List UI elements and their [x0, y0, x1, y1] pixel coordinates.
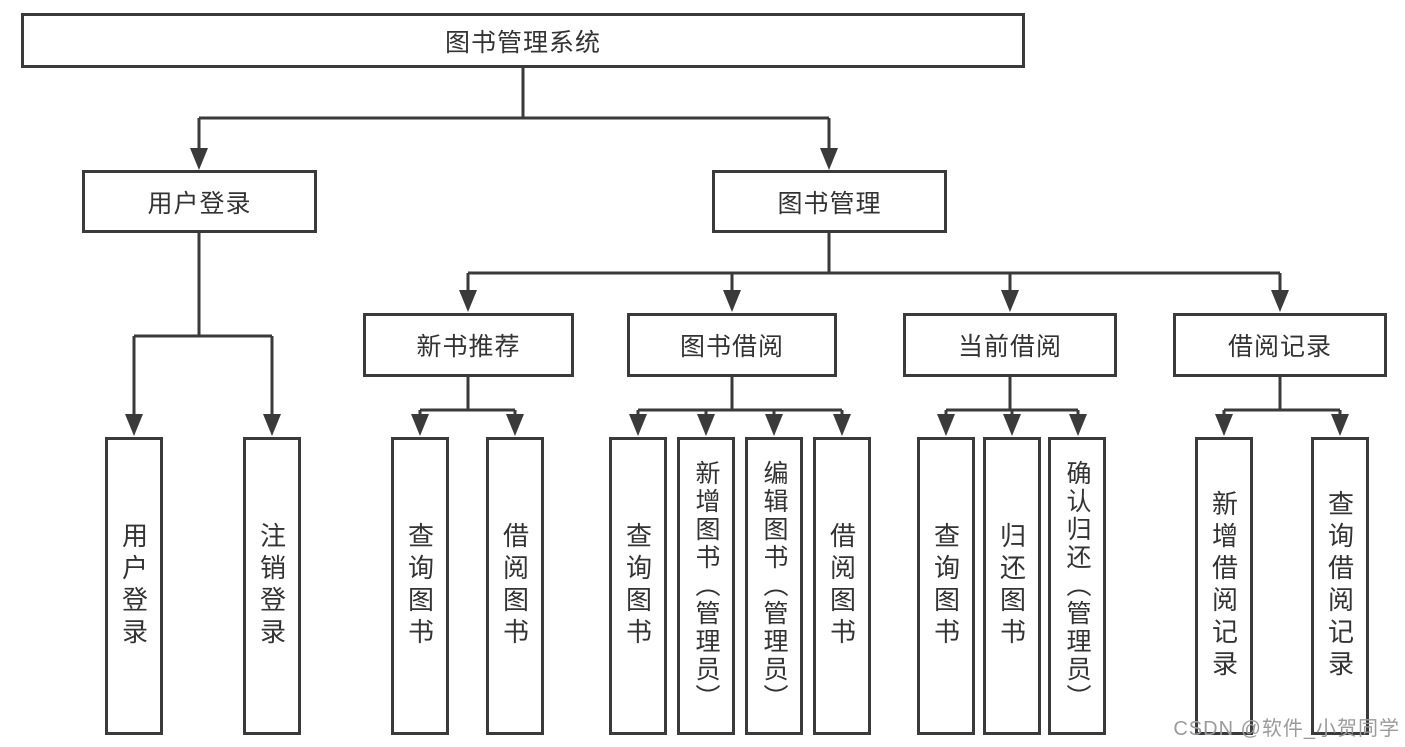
node-cb-confirm-return: 确认归还（管理员）	[1048, 437, 1106, 735]
node-bb-query-books: 查询图书	[609, 437, 667, 735]
node-current-borrow-label: 当前借阅	[957, 333, 1062, 361]
node-root-label: 图书管理系统	[444, 28, 601, 57]
node-br-query-record-label: 查询借阅记录	[1324, 490, 1355, 682]
node-bb-borrow-books-label: 借阅图书	[826, 522, 857, 650]
node-new-book-recommend: 新书推荐	[363, 313, 574, 377]
node-user-login-leaf: 用户登录	[105, 437, 163, 735]
node-bb-add-books-label: 新增图书（管理员）	[692, 460, 720, 712]
node-book-management-label: 图书管理	[777, 189, 882, 218]
node-rec-query-books: 查询图书	[391, 437, 449, 735]
node-user-login: 用户登录	[82, 170, 317, 233]
node-bb-borrow-books: 借阅图书	[813, 437, 871, 735]
node-rec-borrow-books: 借阅图书	[486, 437, 544, 735]
node-br-query-record: 查询借阅记录	[1311, 437, 1369, 735]
node-book-borrow-label: 图书借阅	[679, 333, 784, 361]
node-root: 图书管理系统	[21, 13, 1025, 68]
node-cb-query-books: 查询图书	[917, 437, 975, 735]
node-bb-query-books-label: 查询图书	[622, 522, 653, 650]
node-bb-edit-books-label: 编辑图书（管理员）	[760, 460, 788, 712]
node-cb-query-books-label: 查询图书	[930, 522, 961, 650]
node-br-add-record-label: 新增借阅记录	[1208, 490, 1239, 682]
node-book-borrow: 图书借阅	[627, 313, 837, 377]
node-user-login-leaf-label: 用户登录	[118, 522, 149, 650]
node-cb-return-books: 归还图书	[983, 437, 1041, 735]
node-borrow-records: 借阅记录	[1173, 313, 1387, 377]
node-rec-query-books-label: 查询图书	[404, 522, 435, 650]
node-new-book-recommend-label: 新书推荐	[416, 333, 521, 361]
node-current-borrow: 当前借阅	[903, 313, 1117, 377]
node-cb-return-books-label: 归还图书	[996, 522, 1027, 650]
node-cb-confirm-return-label: 确认归还（管理员）	[1063, 460, 1091, 712]
node-borrow-records-label: 借阅记录	[1227, 333, 1332, 361]
node-user-login-label: 用户登录	[147, 189, 252, 218]
node-bb-add-books: 新增图书（管理员）	[677, 437, 735, 735]
node-book-management: 图书管理	[712, 170, 947, 233]
node-br-add-record: 新增借阅记录	[1195, 437, 1253, 735]
node-rec-borrow-books-label: 借阅图书	[499, 522, 530, 650]
csdn-watermark: CSDN @软件_小贺同学	[1173, 718, 1400, 740]
node-logout: 注销登录	[243, 437, 301, 735]
node-bb-edit-books: 编辑图书（管理员）	[745, 437, 803, 735]
node-logout-label: 注销登录	[256, 522, 287, 650]
